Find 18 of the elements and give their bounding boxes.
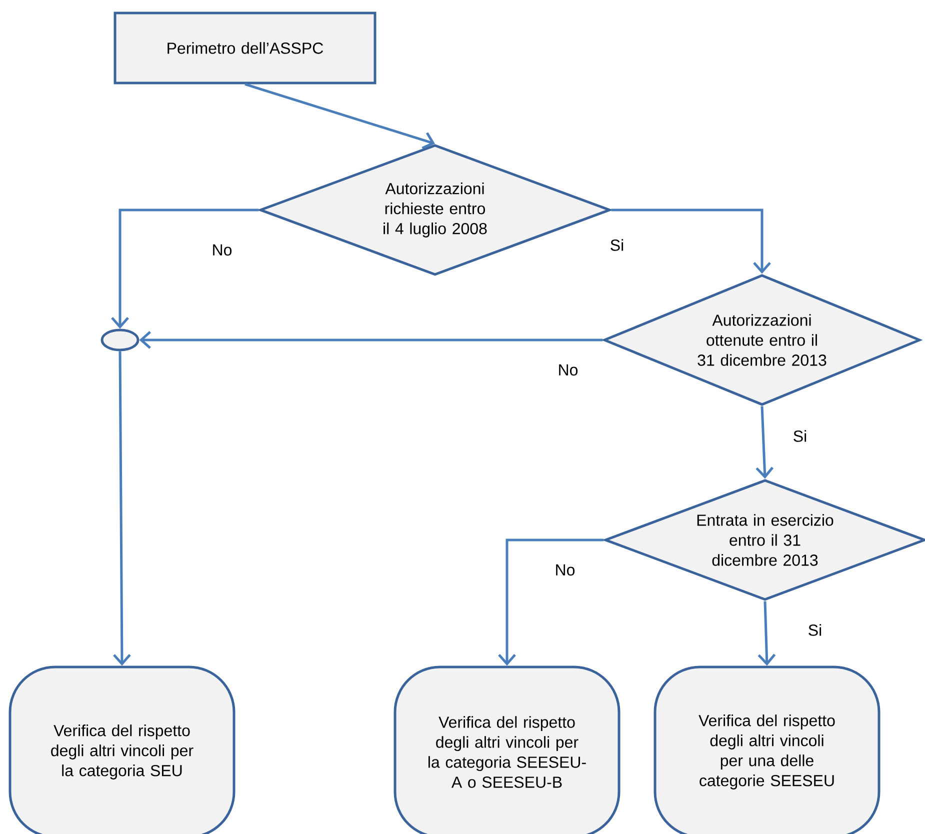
edge-label: No	[552, 562, 578, 578]
terminal-box: Verifica del rispetto degli altri vincoli per una delle categorie SEESEU	[654, 666, 880, 834]
edge-label: No	[210, 242, 234, 258]
arrow	[113, 351, 131, 666]
connector-ellipse	[100, 328, 140, 352]
arrow	[498, 538, 604, 666]
arrow	[244, 83, 435, 150]
edge-label: Si	[790, 428, 810, 444]
arrow	[756, 406, 774, 479]
edge-label: No	[556, 362, 580, 378]
terminal-box: Verifica del rispetto degli altri vincoli per la categoria SEU	[8, 666, 236, 834]
process-box: Perimetro dell’ASSPC	[114, 12, 376, 84]
edge-label: Si	[806, 622, 824, 638]
terminal-box: Verifica del rispetto degli altri vincoli per la categoria SEESEU-A o SEESEU-B	[394, 666, 620, 834]
arrow	[611, 208, 771, 274]
arrow	[111, 208, 259, 329]
arrow	[139, 331, 603, 349]
arrow	[758, 601, 776, 666]
